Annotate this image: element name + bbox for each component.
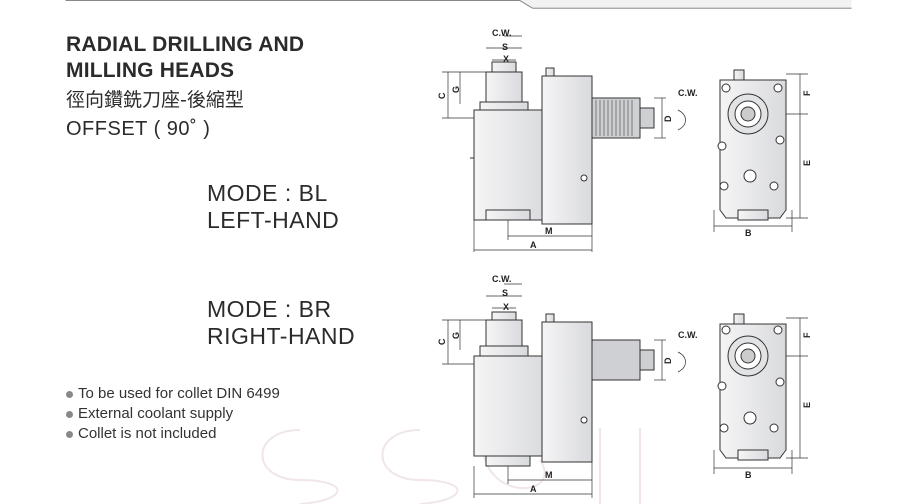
svg-text:C: C	[437, 92, 447, 99]
svg-text:C.W.: C.W.	[492, 28, 512, 38]
side-view-bl	[470, 61, 655, 225]
title-line-1: RADIAL DRILLING AND	[66, 33, 305, 56]
title-chinese: 徑向鑽銑刀座-後縮型	[66, 89, 244, 111]
svg-text:X: X	[503, 54, 509, 64]
notes-list: To be used for collet DIN 6499 External …	[66, 384, 280, 444]
mode-bl-label: MODE : BL	[207, 180, 328, 206]
svg-text:A: A	[530, 240, 537, 250]
svg-text:C: C	[437, 338, 447, 345]
svg-text:B: B	[745, 470, 752, 480]
svg-text:M: M	[545, 226, 553, 236]
svg-text:C.W.: C.W.	[678, 330, 698, 340]
front-view-br	[717, 313, 787, 461]
svg-text:G: G	[451, 86, 461, 93]
offset-subtitle: OFFSET ( 90˚ )	[66, 118, 211, 140]
svg-text:C.W.: C.W.	[678, 88, 698, 98]
mode-br-block: MODE : BR RIGHT-HAND	[207, 296, 355, 350]
svg-text:G: G	[451, 332, 461, 339]
top-header-bar	[65, 0, 852, 9]
bullet-icon	[66, 430, 73, 438]
mode-bl-hand: LEFT-HAND	[207, 207, 340, 233]
svg-text:F: F	[802, 332, 812, 338]
svg-text:D: D	[663, 115, 673, 122]
front-view-bl	[717, 69, 787, 221]
note-item: Collet is not included	[66, 424, 280, 444]
note-item: To be used for collet DIN 6499	[66, 384, 280, 404]
svg-text:M: M	[545, 470, 553, 480]
svg-text:F: F	[802, 90, 812, 96]
svg-text:E: E	[802, 402, 812, 408]
svg-text:S: S	[502, 288, 508, 298]
side-view-br	[473, 311, 655, 467]
bullet-icon	[66, 390, 73, 398]
svg-text:C.W.: C.W.	[492, 274, 512, 284]
svg-text:A: A	[530, 484, 537, 494]
bullet-icon	[66, 410, 73, 418]
mode-br-hand: RIGHT-HAND	[207, 323, 356, 349]
mode-br-label: MODE : BR	[207, 296, 332, 322]
svg-text:B: B	[745, 228, 752, 238]
svg-text:E: E	[802, 160, 812, 166]
product-title: RADIAL DRILLING AND MILLING HEADS	[66, 32, 304, 84]
mode-bl-block: MODE : BL LEFT-HAND	[207, 180, 339, 234]
svg-text:X: X	[503, 302, 509, 312]
svg-text:S: S	[502, 42, 508, 52]
note-item: External coolant supply	[66, 404, 280, 424]
title-line-2: MILLING HEADS	[66, 59, 235, 82]
svg-text:D: D	[663, 357, 673, 364]
